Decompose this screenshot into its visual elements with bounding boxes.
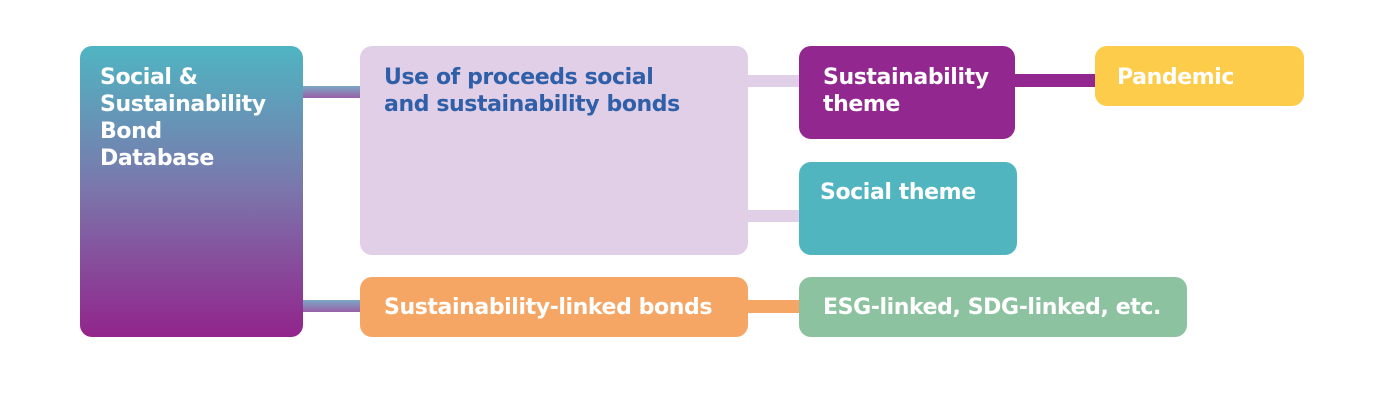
node-label-line: Sustainability [100, 92, 266, 117]
pandemic-node: Pandemic [1095, 46, 1304, 106]
use-of-proceeds-node: Use of proceeds social and sustainabilit… [360, 46, 748, 255]
connector-use-of-proceeds-to-sustainability-theme [748, 75, 799, 87]
social-theme-node: Social theme [799, 162, 1017, 255]
node-label: Sustainability-linked bonds [384, 295, 713, 320]
node-label-line: Sustainability [823, 65, 989, 90]
connector-use-of-proceeds-to-social-theme [748, 210, 799, 222]
node-label-line: and sustainability bonds [384, 92, 680, 117]
sustainability-linked-bonds-node: Sustainability-linked bonds [360, 277, 748, 337]
connector-sustainability-theme-to-pandemic [1015, 74, 1095, 87]
sustainability-theme-node: Sustainability theme [799, 46, 1015, 139]
node-label-line: Social & [100, 65, 198, 90]
node-label: ESG-linked, SDG-linked, etc. [823, 295, 1161, 320]
connector-root-to-sustainability-linked [303, 300, 360, 312]
node-label-line: theme [823, 92, 900, 117]
connector-sustainability-linked-to-esg-linked [748, 300, 799, 313]
node-label-line: Bond [100, 119, 162, 144]
social-sustainability-bond-database-node: Social & Sustainability Bond Database [80, 46, 303, 337]
node-label-line: Use of proceeds social [384, 65, 654, 90]
node-label: Pandemic [1117, 65, 1235, 90]
esg-linked-node: ESG-linked, SDG-linked, etc. [799, 277, 1187, 337]
node-label-line: Database [100, 146, 214, 171]
node-label: Social theme [820, 180, 976, 205]
connector-root-to-use-of-proceeds [303, 86, 360, 98]
